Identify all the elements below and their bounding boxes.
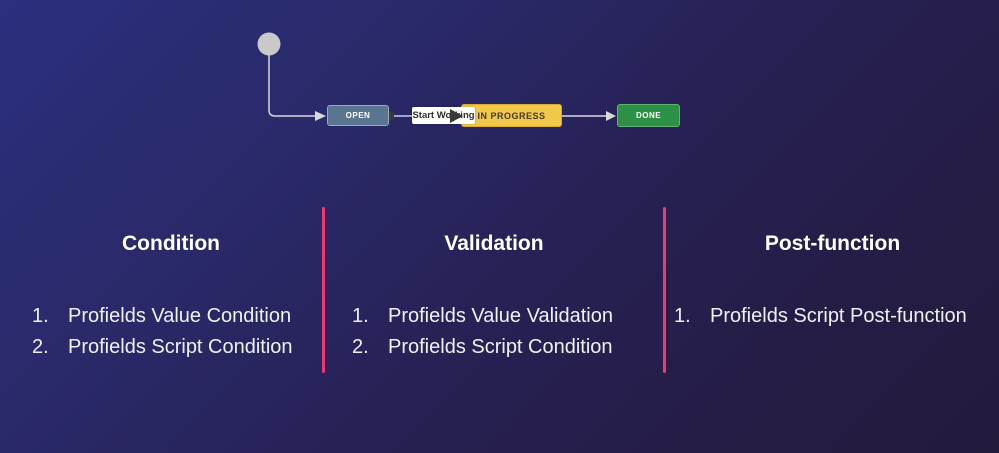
list-item-text: Profields Script Condition <box>388 336 613 358</box>
start-to-open-connector <box>268 55 315 117</box>
list-item: 1. Profields Value Validation <box>352 301 663 332</box>
list-item: 1. Profields Script Post-function <box>674 301 999 332</box>
list-item-number: 2. <box>32 336 49 358</box>
condition-list: 1. Profields Value Condition 2. Profield… <box>20 301 322 363</box>
column-divider-1 <box>322 207 325 373</box>
column-title-validation: Validation <box>444 232 544 255</box>
transition-label-text: Start Working <box>412 110 475 121</box>
list-item: 2. Profields Script Condition <box>32 332 322 363</box>
list-item-number: 1. <box>674 305 691 327</box>
column-condition: Condition 1. Profields Value Condition 2… <box>20 231 322 363</box>
workflow-start-node[interactable] <box>257 32 281 56</box>
status-node-in-progress[interactable]: IN PROGRESS <box>461 104 562 127</box>
list-item-number: 1. <box>32 305 49 327</box>
status-node-open[interactable]: OPEN <box>327 105 389 126</box>
transition-label-start-working[interactable]: Start Working <box>412 107 475 124</box>
list-item-number: 2. <box>352 336 369 358</box>
status-node-done[interactable]: DONE <box>617 104 680 127</box>
column-divider-2 <box>663 207 666 373</box>
column-validation: Validation 1. Profields Value Validation… <box>325 231 663 363</box>
status-label-done: DONE <box>635 111 662 120</box>
list-item-text: Profields Value Validation <box>388 305 613 327</box>
column-title-post-function: Post-function <box>764 232 901 255</box>
column-title-condition: Condition <box>122 232 220 255</box>
status-label-open: OPEN <box>345 111 371 120</box>
list-item: 1. Profields Value Condition <box>32 301 322 332</box>
list-item-text: Profields Script Post-function <box>710 305 967 327</box>
arrowhead-into-open-icon <box>315 111 326 121</box>
status-label-in-progress: IN PROGRESS <box>477 110 546 121</box>
column-post-function: Post-function 1. Profields Script Post-f… <box>666 231 999 332</box>
list-item-text: Profields Value Condition <box>68 305 292 327</box>
list-item: 2. Profields Script Condition <box>352 332 663 363</box>
list-item-number: 1. <box>352 305 369 327</box>
validation-list: 1. Profields Value Validation 2. Profiel… <box>325 301 663 363</box>
list-item-text: Profields Script Condition <box>68 336 293 358</box>
post-function-list: 1. Profields Script Post-function <box>666 301 999 332</box>
arrowhead-into-inprogress-icon <box>450 109 463 123</box>
arrowhead-into-done-icon <box>606 111 616 121</box>
